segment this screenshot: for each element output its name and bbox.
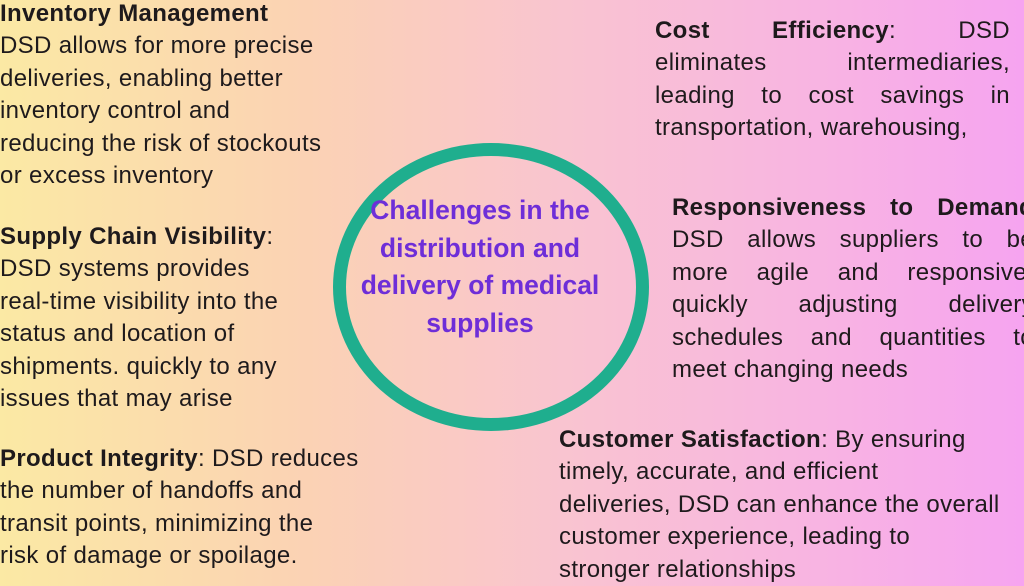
- block-text-line: stronger relationships: [559, 555, 797, 583]
- block-text-line: reducing the risk of stockouts: [0, 129, 322, 157]
- block-heading-rest: : DSD reduces: [197, 445, 359, 472]
- block-text-line: leading to cost savings in: [655, 81, 1010, 109]
- block-text-line: or excess inventory: [0, 162, 214, 190]
- block-text-line: meet changing needs: [672, 356, 909, 384]
- block-heading: Inventory Management: [0, 0, 269, 27]
- block-text-line: real-time visibility into the: [0, 287, 279, 315]
- block-text-line: timely, accurate, and efficient: [559, 458, 879, 486]
- center-title-line: supplies: [426, 307, 534, 338]
- block-heading-line: Product Integrity: DSD reduces: [0, 443, 359, 475]
- block-heading-rest: :: [266, 223, 274, 250]
- block-text-line: issues that may arise: [0, 385, 233, 413]
- block-text-line: DSD allows for more precise: [0, 32, 314, 60]
- block-heading: Responsiveness to Demand: [672, 194, 1024, 221]
- block-text-line: risk of damage or spoilage.: [0, 542, 298, 570]
- block-supply-chain-visibility: Supply Chain Visibility:DSD systems prov…: [0, 221, 278, 415]
- block-heading-rest: : DSD: [888, 17, 1010, 44]
- block-text-line: shipments. quickly to any: [0, 352, 277, 380]
- block-heading: Supply Chain Visibility: [0, 223, 267, 250]
- block-heading-line: Inventory Management: [0, 0, 321, 30]
- block-text-line: eliminates intermediaries,: [655, 49, 1010, 77]
- block-text-line: customer experience, leading to: [559, 523, 911, 551]
- block-text-line: transportation, warehousing,: [655, 114, 968, 142]
- block-heading: Customer Satisfaction: [559, 426, 822, 453]
- block-heading: Product Integrity: [0, 445, 198, 472]
- center-title: Challenges in the distribution and deliv…: [330, 192, 630, 342]
- center-title-line: Challenges in the: [370, 195, 590, 225]
- block-text-line: status and location of: [0, 320, 235, 348]
- block-text-line: more agile and responsive,: [672, 258, 1024, 286]
- center-title-line: distribution and: [379, 232, 581, 263]
- block-heading-rest: : By ensuring: [821, 426, 966, 453]
- block-text-line: inventory control and: [0, 97, 231, 125]
- block-text-line: transit points, minimizing the: [0, 509, 314, 537]
- block-text-line: DSD allows suppliers to be: [672, 226, 1024, 254]
- block-heading-line: Customer Satisfaction: By ensuring: [559, 424, 1000, 456]
- block-text-line: schedules and quantities to: [672, 323, 1024, 351]
- block-text-line: quickly adjusting delivery: [672, 291, 1024, 319]
- block-text-line: DSD systems provides: [0, 255, 250, 283]
- center-title-line: delivery of medical: [360, 270, 600, 300]
- block-text-line: the number of handoffs and: [0, 477, 303, 505]
- block-heading-line: Cost Efficiency: DSD: [655, 15, 1010, 47]
- block-heading: Cost Efficiency: [655, 17, 889, 44]
- block-text-line: deliveries, enabling better: [0, 64, 283, 92]
- block-heading-line: Responsiveness to Demand: [672, 192, 1024, 224]
- block-text-line: deliveries, DSD can enhance the overall: [559, 490, 1000, 518]
- block-heading-line: Supply Chain Visibility:: [0, 221, 278, 253]
